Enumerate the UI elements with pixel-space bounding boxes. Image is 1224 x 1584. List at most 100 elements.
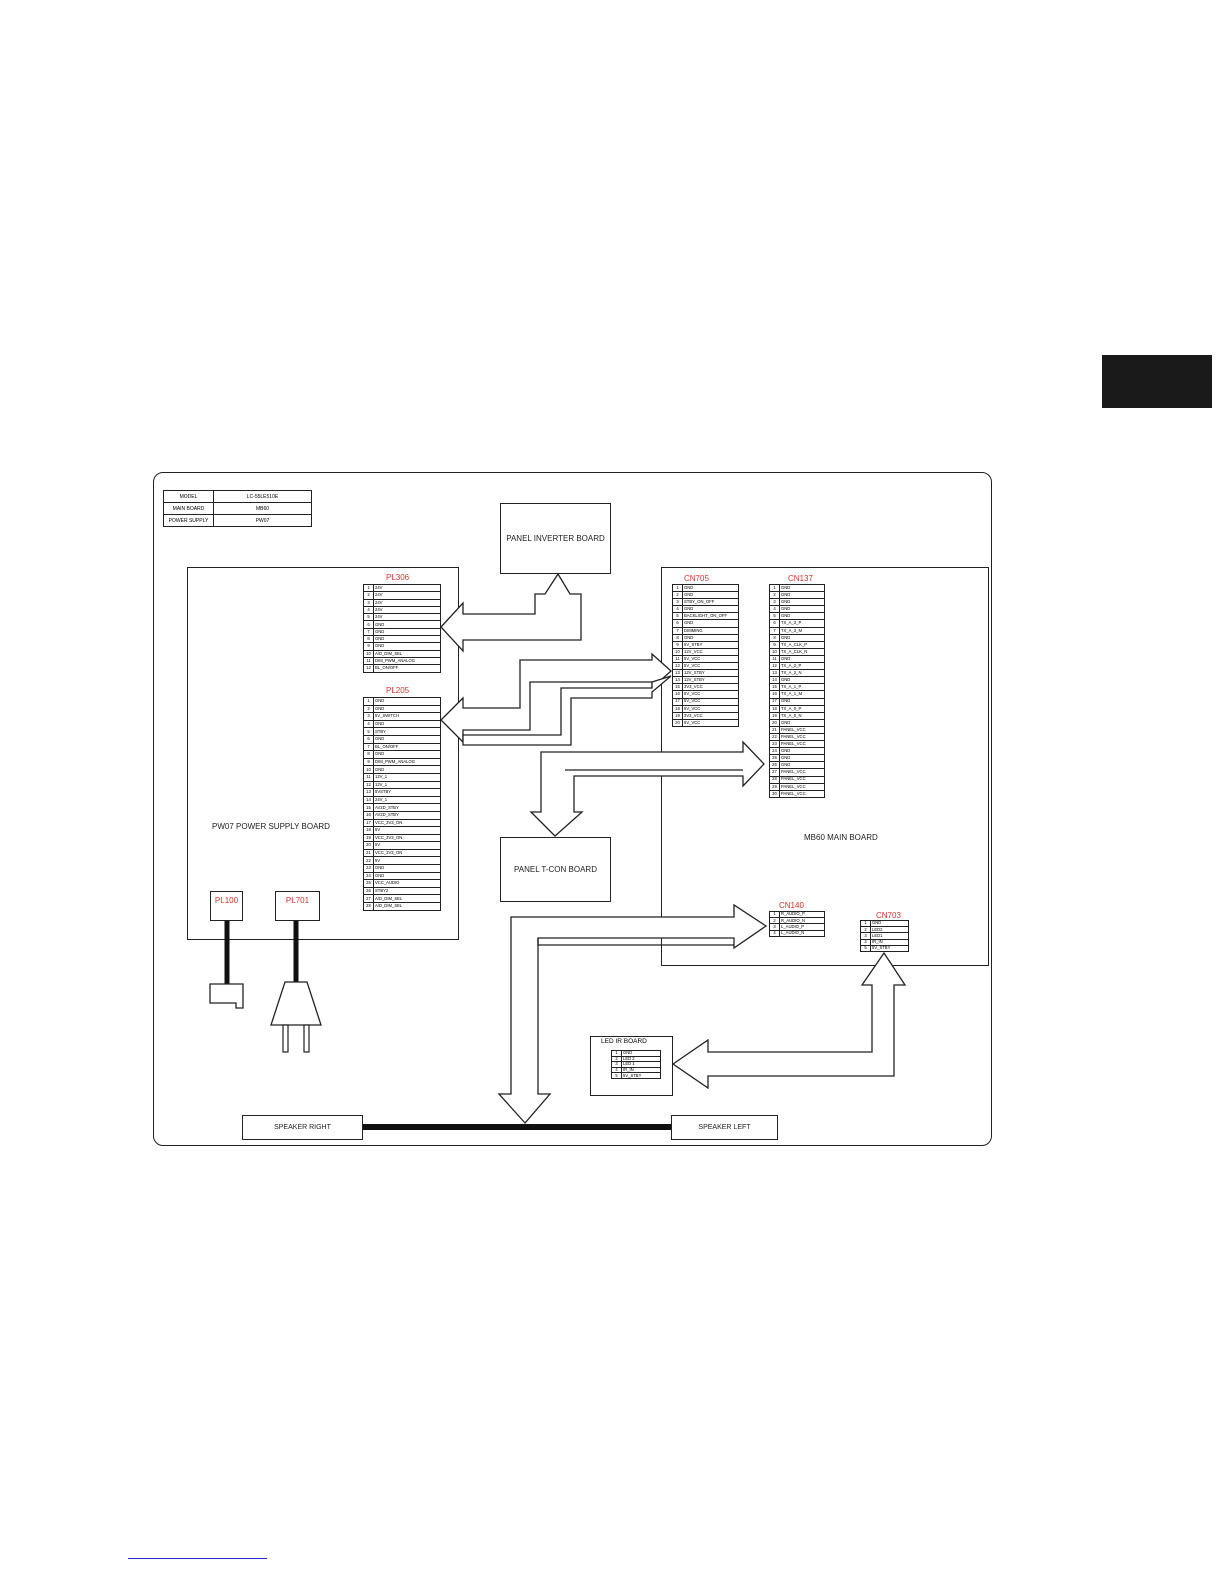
pin-number: 18	[672, 704, 683, 713]
pin-signal: PANEL_VCC	[779, 732, 825, 742]
panel-tcon-label: PANEL T-CON BOARD	[514, 865, 597, 874]
pin-number: 9	[363, 642, 374, 651]
pin-signal: GND	[779, 612, 825, 621]
pin-signal: 24V	[373, 598, 441, 607]
pin-number: 11	[672, 654, 683, 664]
pin-signal: GND	[373, 719, 441, 729]
pin-number: 7	[363, 627, 374, 637]
pl701-label: PL701	[285, 896, 310, 905]
pin-signal: GND	[779, 591, 825, 600]
pin-number: 3	[769, 598, 780, 607]
pin-signal: TX_A_CLK_N	[779, 647, 825, 656]
pin-number: 6	[363, 620, 374, 629]
pin-number: 4	[769, 929, 780, 937]
pin-number: 12	[363, 780, 374, 790]
pin-number: 29	[769, 782, 780, 791]
pin-signal: 5V_STBY	[682, 640, 739, 649]
panel-tcon-board: PANEL T-CON BOARD	[500, 837, 611, 902]
pin-signal: 12V_1	[373, 780, 441, 790]
pin-number: 30	[769, 789, 780, 798]
pin-signal: 24V	[373, 591, 441, 600]
model-info-table: MODEL LC-55LE510E MAIN BOARD MB60 POWER …	[163, 490, 312, 527]
pin-number: 15	[769, 683, 780, 692]
pin-signal: VCC_3V3_ON	[373, 848, 441, 858]
arrow-pl205-cn705	[440, 652, 672, 744]
cn705-title: CN705	[684, 574, 709, 583]
pin-signal: GND	[779, 598, 825, 607]
pin-number: 14	[672, 676, 683, 685]
pin-signal: GND	[682, 633, 739, 642]
pin-signal: 12V_VCC	[682, 647, 739, 656]
pin-signal: TX_A_2_P	[779, 662, 825, 671]
arrow-speaker-cn140	[497, 903, 768, 1124]
pin-signal: 5V_VCC	[682, 662, 739, 671]
pin-signal: 24V	[373, 605, 441, 615]
pin-signal: STBY_ON_OFF	[682, 598, 739, 607]
pin-signal: A/D_DIM_SEL	[373, 894, 441, 904]
pin-signal: GND	[779, 633, 825, 642]
pin-number: 9	[363, 757, 374, 767]
pin-number: 17	[672, 697, 683, 706]
footer-link-underline[interactable]	[128, 1558, 267, 1559]
cn703-title: CN703	[876, 911, 901, 920]
plug-prong-left	[282, 1024, 289, 1053]
pin-number: 1	[363, 583, 374, 593]
pin-number: 2	[363, 704, 374, 714]
pin-number: 24	[363, 871, 374, 881]
pin-signal: GND	[682, 591, 739, 600]
pin-signal: 5V	[373, 826, 441, 835]
pin-number: 26	[363, 886, 374, 896]
pin-number: 17	[363, 818, 374, 828]
pin-number: 25	[363, 879, 374, 888]
pin-number: 7	[769, 626, 780, 635]
panel-inverter-label: PANEL INVERTER BOARD	[506, 534, 605, 543]
pin-signal: TX_A_3_P	[779, 619, 825, 628]
pin-signal: 3V3_VCC	[682, 711, 739, 720]
pin-signal: GND	[373, 864, 441, 873]
power-supply-row: POWER SUPPLY PW07	[163, 514, 312, 527]
pl306-title: PL306	[386, 573, 410, 582]
pin-number: 5	[860, 944, 871, 952]
pin-signal: 12V_STBY	[682, 669, 739, 678]
pl100-label: PL100	[214, 896, 239, 905]
pin-number: 23	[769, 740, 780, 749]
pin-number: 7	[672, 626, 683, 635]
pin-signal: GND	[682, 583, 739, 593]
